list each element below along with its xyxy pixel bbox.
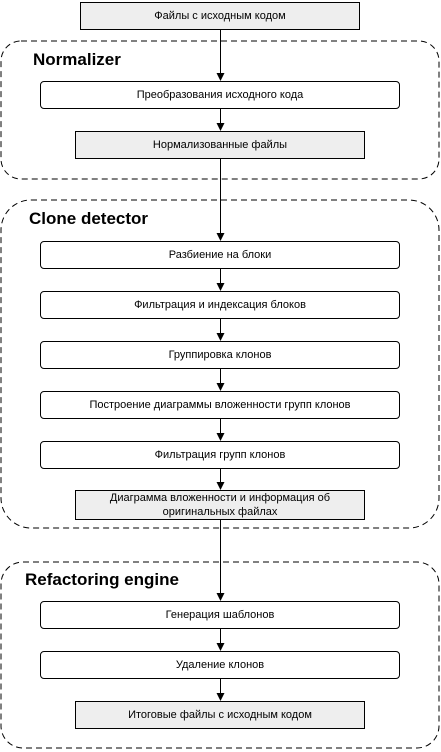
node-filter-groups: Фильтрация групп клонов [40,441,400,469]
node-source-files: Файлы с исходным кодом [80,2,360,30]
node-group-clones: Группировка клонов [40,341,400,369]
node-final-files: Итоговые файлы с исходным кодом [75,701,365,729]
node-filter-index: Фильтрация и индексация блоков [40,291,400,319]
node-transform: Преобразования исходного кода [40,81,400,109]
node-diagram-info: Диаграмма вложенности и информация об ор… [75,490,365,520]
node-normalized-files: Нормализованные файлы [75,131,365,159]
group-title-refactoring-engine: Refactoring engine [25,570,179,589]
group-title-clone-detector: Clone detector [29,209,149,228]
node-split-blocks: Разбиение на блоки [40,241,400,269]
node-build-diagram: Построение диаграммы вложенности групп к… [40,391,400,419]
node-remove-clones: Удаление клонов [40,651,400,679]
group-title-normalizer: Normalizer [33,50,121,69]
group-refactoring-engine-border [0,561,440,749]
node-gen-templates: Генерация шаблонов [40,601,400,629]
